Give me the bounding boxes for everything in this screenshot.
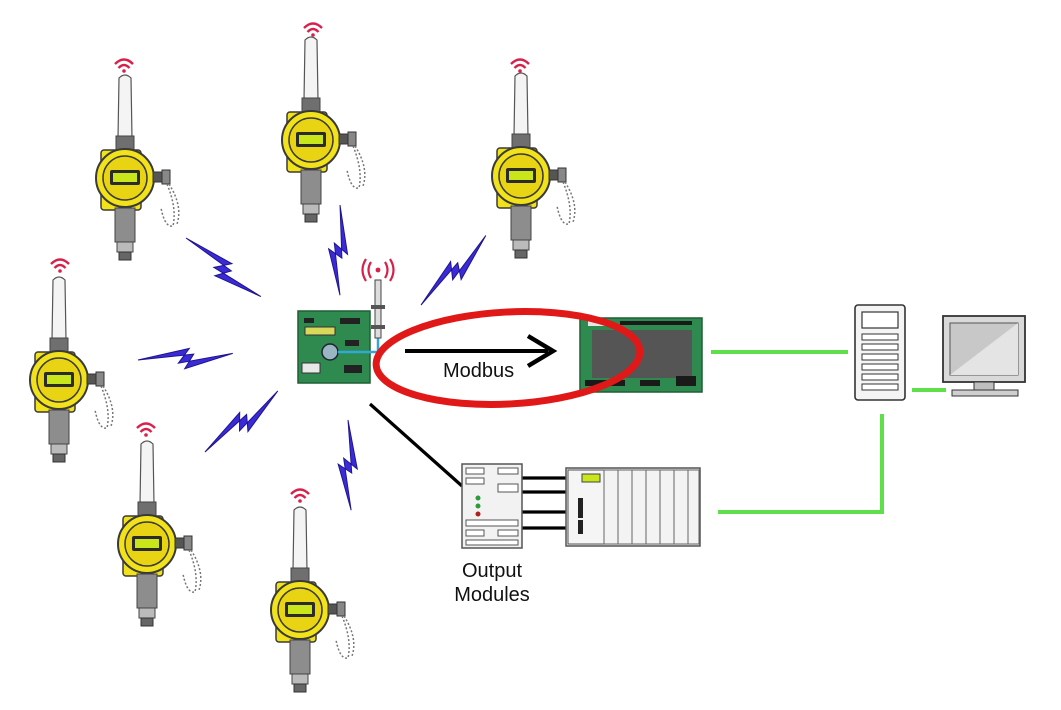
- wireless-transmitter-icon: [281, 36, 366, 223]
- wireless-transmitter-icon: [270, 506, 355, 693]
- modbus-label: Modbus: [443, 360, 514, 382]
- network-link: [718, 414, 884, 514]
- server-tower-icon: [854, 304, 906, 401]
- lightning-bolt-icon: [328, 204, 349, 296]
- output-modules-label-line2: Modules: [454, 584, 530, 606]
- wifi-signal-icon: [289, 488, 311, 504]
- modbus-highlight-ring: [372, 308, 644, 408]
- wifi-signal-icon: [302, 22, 324, 38]
- wireless-transmitter-icon: [491, 72, 576, 259]
- lightning-bolt-icon: [199, 384, 286, 462]
- wireless-transmitter-icon: [95, 74, 180, 261]
- wifi-signal-icon: [135, 422, 157, 438]
- wireless-transmitter-icon: [29, 276, 114, 463]
- wifi-signal-icon: [49, 258, 71, 274]
- lightning-bolt-icon: [178, 231, 267, 307]
- lightning-bolt-icon: [336, 419, 360, 512]
- plc-rack-icon: [565, 467, 701, 547]
- output-module-icon: [461, 463, 523, 549]
- lightning-bolt-icon: [136, 344, 235, 373]
- output-modules-label-line1: Output: [462, 560, 522, 582]
- serial-link: [368, 402, 464, 488]
- monitor-icon: [942, 315, 1026, 397]
- wifi-signal-icon: [361, 258, 395, 282]
- wifi-signal-icon: [509, 58, 531, 75]
- wifi-signal-icon: [113, 58, 135, 75]
- modbus-arrow: [405, 334, 558, 368]
- lightning-bolt-icon: [414, 229, 496, 314]
- gateway-board-icon: [297, 279, 385, 384]
- wireless-transmitter-icon: [117, 440, 202, 627]
